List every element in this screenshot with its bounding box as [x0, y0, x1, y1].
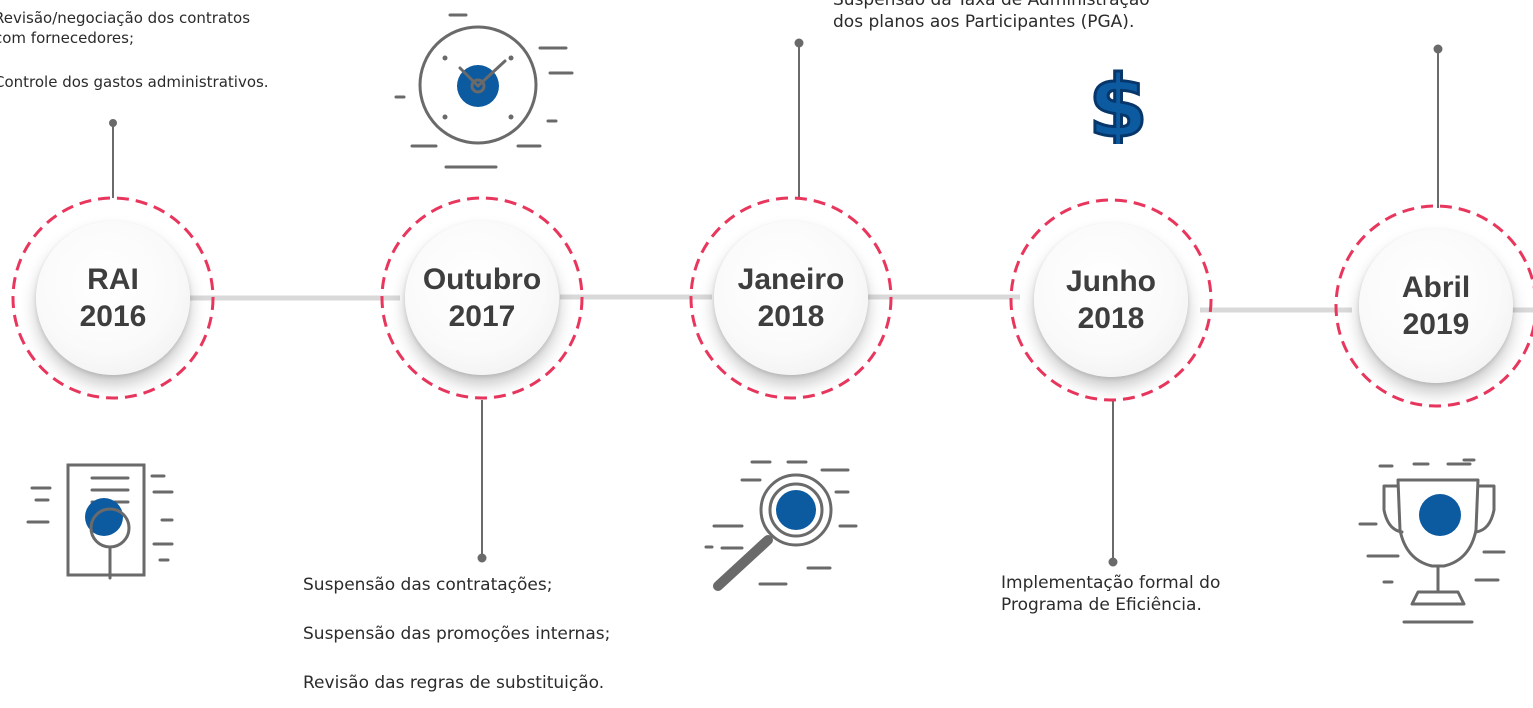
milestone-label: Outubro [422, 263, 542, 296]
svg-text:$: $ [1088, 62, 1148, 144]
stem-out-2017 [477, 400, 487, 563]
milestone-out-2017: Outubro 2017 [405, 221, 559, 375]
ring-out-2017 [380, 196, 584, 400]
note-jun-2018: Implementação formal do Programa de Efic… [1001, 572, 1220, 616]
milestone-label: Janeiro [737, 263, 845, 296]
note-line: Suspensão das contratações; [303, 575, 553, 595]
milestone-rai-2016: RAI 2016 [36, 221, 190, 375]
ring-jan-2018 [689, 196, 893, 400]
milestone-jan-2018: Janeiro 2018 [714, 221, 868, 375]
milestone-label: Junho [1066, 265, 1156, 298]
ring-abr-2019 [1334, 204, 1533, 408]
milestone-year: 2018 [757, 300, 825, 333]
ring-rai-2016 [11, 196, 215, 400]
dollar-icon: $ [1087, 62, 1150, 144]
stem-jan-2018 [794, 38, 804, 198]
milestone-label: RAI [87, 263, 139, 296]
note-line: Programa de Eficiência. [1001, 595, 1202, 615]
note-line: Suspensão das promoções internas; [303, 624, 611, 644]
stem-abr-2019 [1433, 44, 1443, 208]
note-rai-2016: Revisão/negociação dos contratos com for… [0, 8, 269, 92]
note-line: Implementação formal do [1001, 573, 1221, 593]
milestone-year: 2016 [79, 300, 147, 333]
milestone-year: 2017 [448, 300, 516, 333]
note-line: Controle dos gastos administrativos. [0, 73, 269, 91]
note-line: Revisão das regras de substituição. [303, 673, 605, 693]
milestone-abr-2019: Abril 2019 [1359, 229, 1513, 383]
milestone-year: 2018 [1077, 302, 1145, 335]
stem-jun-2018 [1108, 400, 1118, 567]
note-out-2017: Suspensão das contratações; Suspensão da… [303, 574, 610, 694]
note-line: com fornecedores; [0, 29, 135, 47]
timeline-backbone [190, 294, 1533, 313]
note-jan-2018: Suspensão da Taxa de Administração dos p… [833, 0, 1150, 33]
milestone-label: Abril [1401, 271, 1471, 304]
milestone-jun-2018: Junho 2018 [1034, 223, 1188, 377]
note-line: dos planos aos Participantes (PGA). [833, 12, 1135, 32]
milestone-year: 2019 [1402, 308, 1470, 341]
note-line: Revisão/negociação dos contratos [0, 9, 251, 27]
note-line: Suspensão da Taxa de Administração [833, 0, 1150, 10]
stem-rai-2016 [109, 119, 117, 198]
ring-jun-2018 [1009, 198, 1213, 402]
